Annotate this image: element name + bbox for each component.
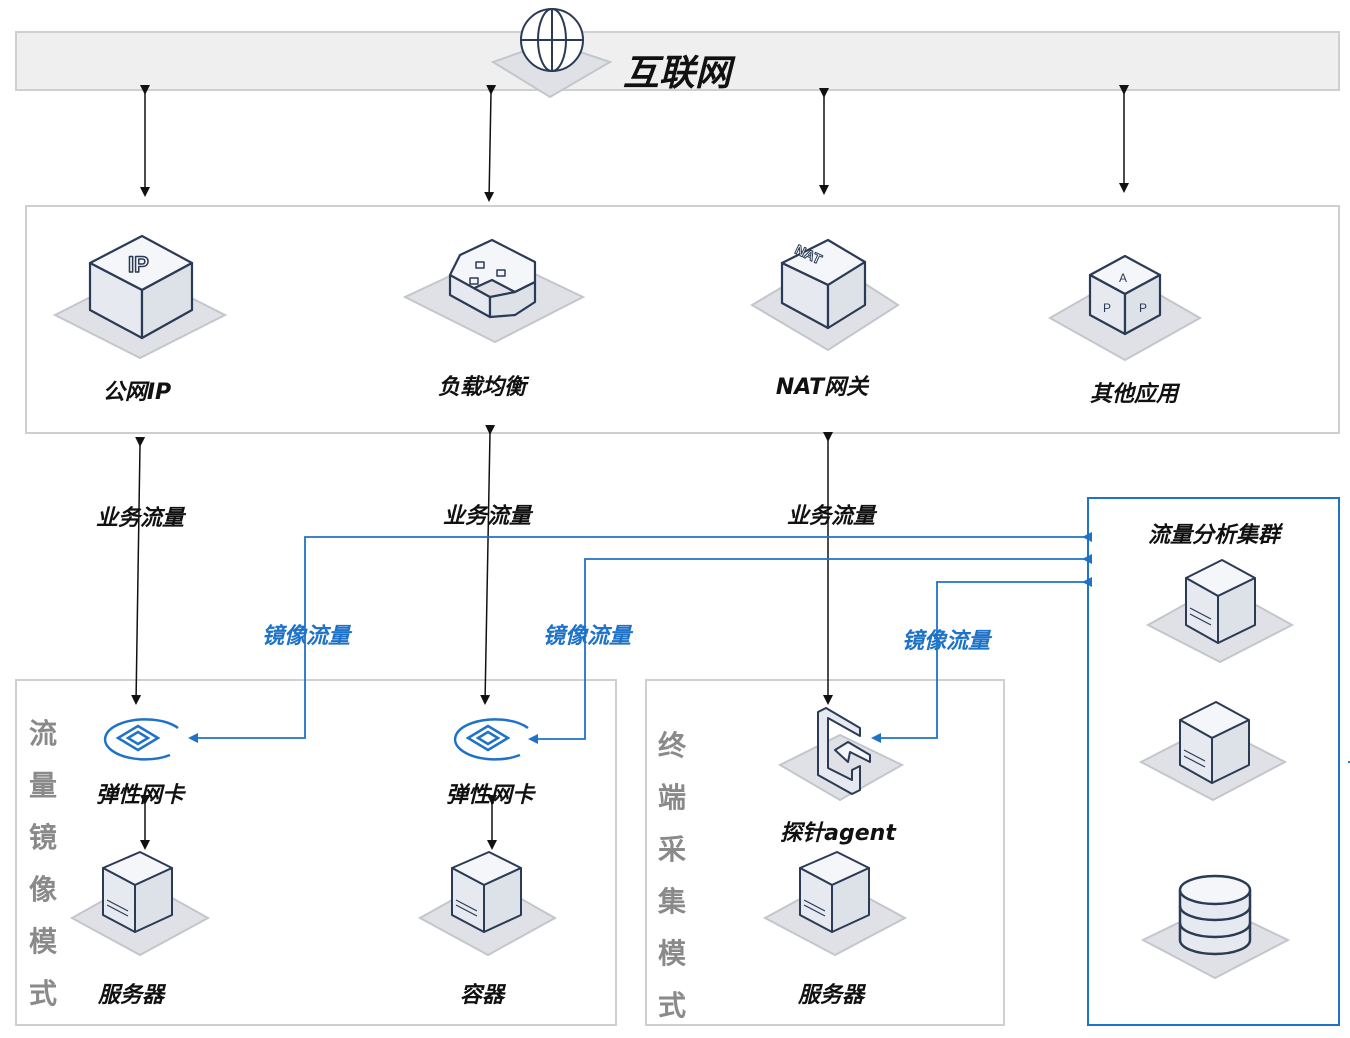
public-ip-icon: IP [88, 234, 194, 340]
cluster-server-icon-2 [1179, 701, 1250, 784]
server-icon-1 [102, 851, 173, 933]
load-balancer-icon [448, 238, 537, 319]
database-icon [1178, 874, 1252, 956]
business-flow-label-1: 业务流量 [95, 506, 185, 531]
title-char: 采 [657, 833, 686, 866]
internet-bar [15, 31, 1340, 91]
arrow-publicip-nic1 [131, 436, 146, 705]
mirror-flow-label-2: 镜像流量 [542, 624, 632, 649]
title-char: 量 [28, 769, 57, 802]
gateway-label-publicip: 公网IP [102, 380, 172, 405]
business-arrows-top [140, 84, 1129, 202]
title-char: 集 [657, 885, 686, 918]
analysis-cluster-panel [1087, 497, 1340, 1026]
gateway-label-nat: NAT网关 [775, 375, 869, 400]
agent-mode-title: 终 端 采 集 模 式 [655, 720, 689, 1032]
title-char: 镜 [28, 821, 57, 854]
mirror-flow-label-1: 镜像流量 [261, 624, 351, 649]
svg-text:IP: IP [128, 252, 149, 277]
elastic-nic-icon-2 [453, 718, 529, 761]
nic-label-2: 弹性网卡 [445, 783, 535, 808]
server-icon-2 [799, 851, 870, 933]
mirror-mode-title: 流 量 镜 像 模 式 [26, 708, 60, 1020]
platform-agent [777, 733, 905, 802]
title-char: 端 [657, 781, 686, 814]
elastic-nic-icon-1 [103, 718, 179, 761]
arrow-lb-nic2 [480, 424, 496, 705]
gateway-panel [25, 205, 1340, 434]
globe-icon [520, 8, 584, 72]
mirror-arrows [188, 532, 1350, 763]
title-char: 模 [28, 925, 57, 958]
agent-label: 探针agent [780, 821, 896, 846]
gateway-label-lb: 负载均衡 [437, 375, 527, 400]
agent-host-label: 服务器 [797, 983, 865, 1008]
svg-text:P: P [1139, 301, 1147, 315]
arrow-internet-lb [484, 84, 497, 202]
title-char: 式 [657, 989, 686, 1022]
host-label-server: 服务器 [97, 983, 165, 1008]
gateway-label-app: 其他应用 [1089, 382, 1179, 407]
cluster-server-icon-1 [1185, 559, 1256, 644]
host-label-container: 容器 [459, 983, 505, 1008]
app-cube-icon: A P P [1088, 254, 1162, 336]
business-flow-label-2: 业务流量 [442, 504, 532, 529]
nat-gateway-icon: NAT [780, 238, 867, 330]
cluster-title: 流量分析集群 [1147, 523, 1281, 548]
probe-agent-icon [817, 707, 871, 795]
title-char: 终 [657, 729, 686, 762]
svg-text:P: P [1103, 301, 1111, 315]
title-char: 式 [28, 977, 57, 1010]
svg-text:A: A [1119, 271, 1127, 285]
mirror-flow-nic1 [188, 532, 1092, 743]
mirror-flow-nic2 [528, 554, 1092, 744]
mirror-flow-label-3: 镜像流量 [901, 629, 991, 654]
container-server-icon [451, 851, 522, 933]
title-char: 模 [657, 937, 686, 970]
mirror-flow-agent [871, 577, 1092, 743]
title-char: 流 [28, 717, 57, 750]
nic-label-1: 弹性网卡 [95, 783, 185, 808]
business-flow-label-3: 业务流量 [786, 504, 876, 529]
title-char: 像 [28, 873, 57, 906]
internet-label: 互联网 [622, 53, 732, 94]
